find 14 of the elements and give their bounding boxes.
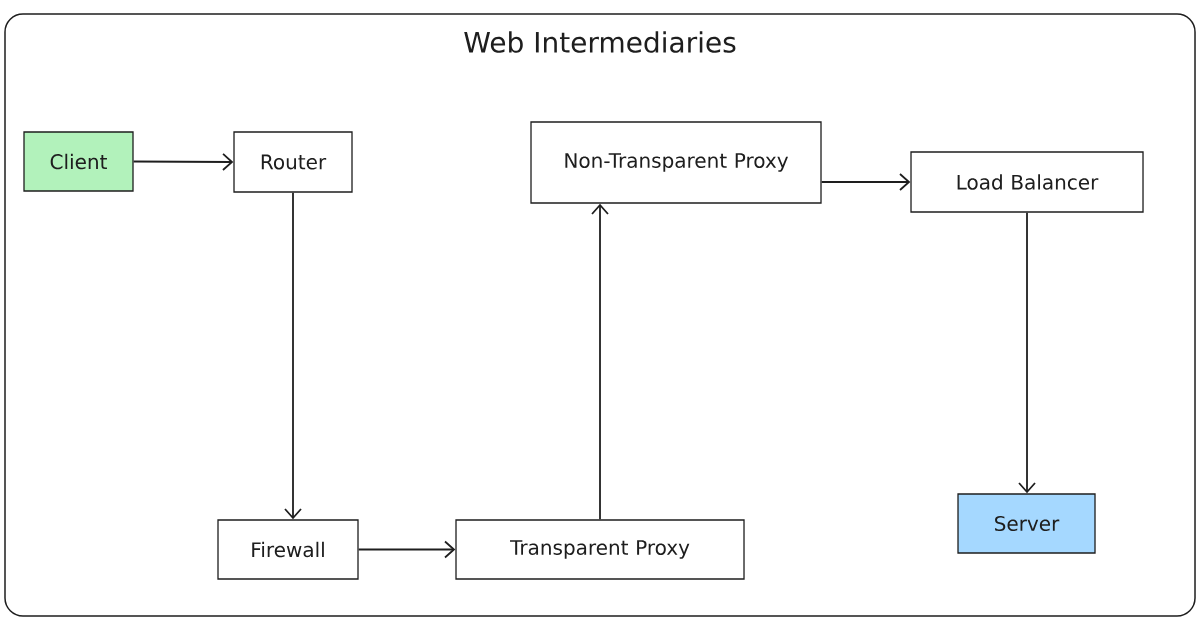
process-box: Non-Transparent Proxy <box>530 121 822 204</box>
process-box: Load Balancer <box>910 151 1144 213</box>
title: Web Intermediaries <box>464 31 736 53</box>
process-box: Client <box>23 131 134 192</box>
arrow <box>284 191 302 520</box>
arrow <box>1018 211 1036 494</box>
arrow <box>132 153 234 171</box>
arrow <box>820 173 911 191</box>
arrow <box>591 203 609 521</box>
process-box: Transparent Proxy <box>455 519 745 580</box>
arrow <box>357 540 456 559</box>
process-box: Router <box>233 131 353 193</box>
process-box: Firewall <box>217 519 359 580</box>
process-box: Server <box>957 493 1096 554</box>
